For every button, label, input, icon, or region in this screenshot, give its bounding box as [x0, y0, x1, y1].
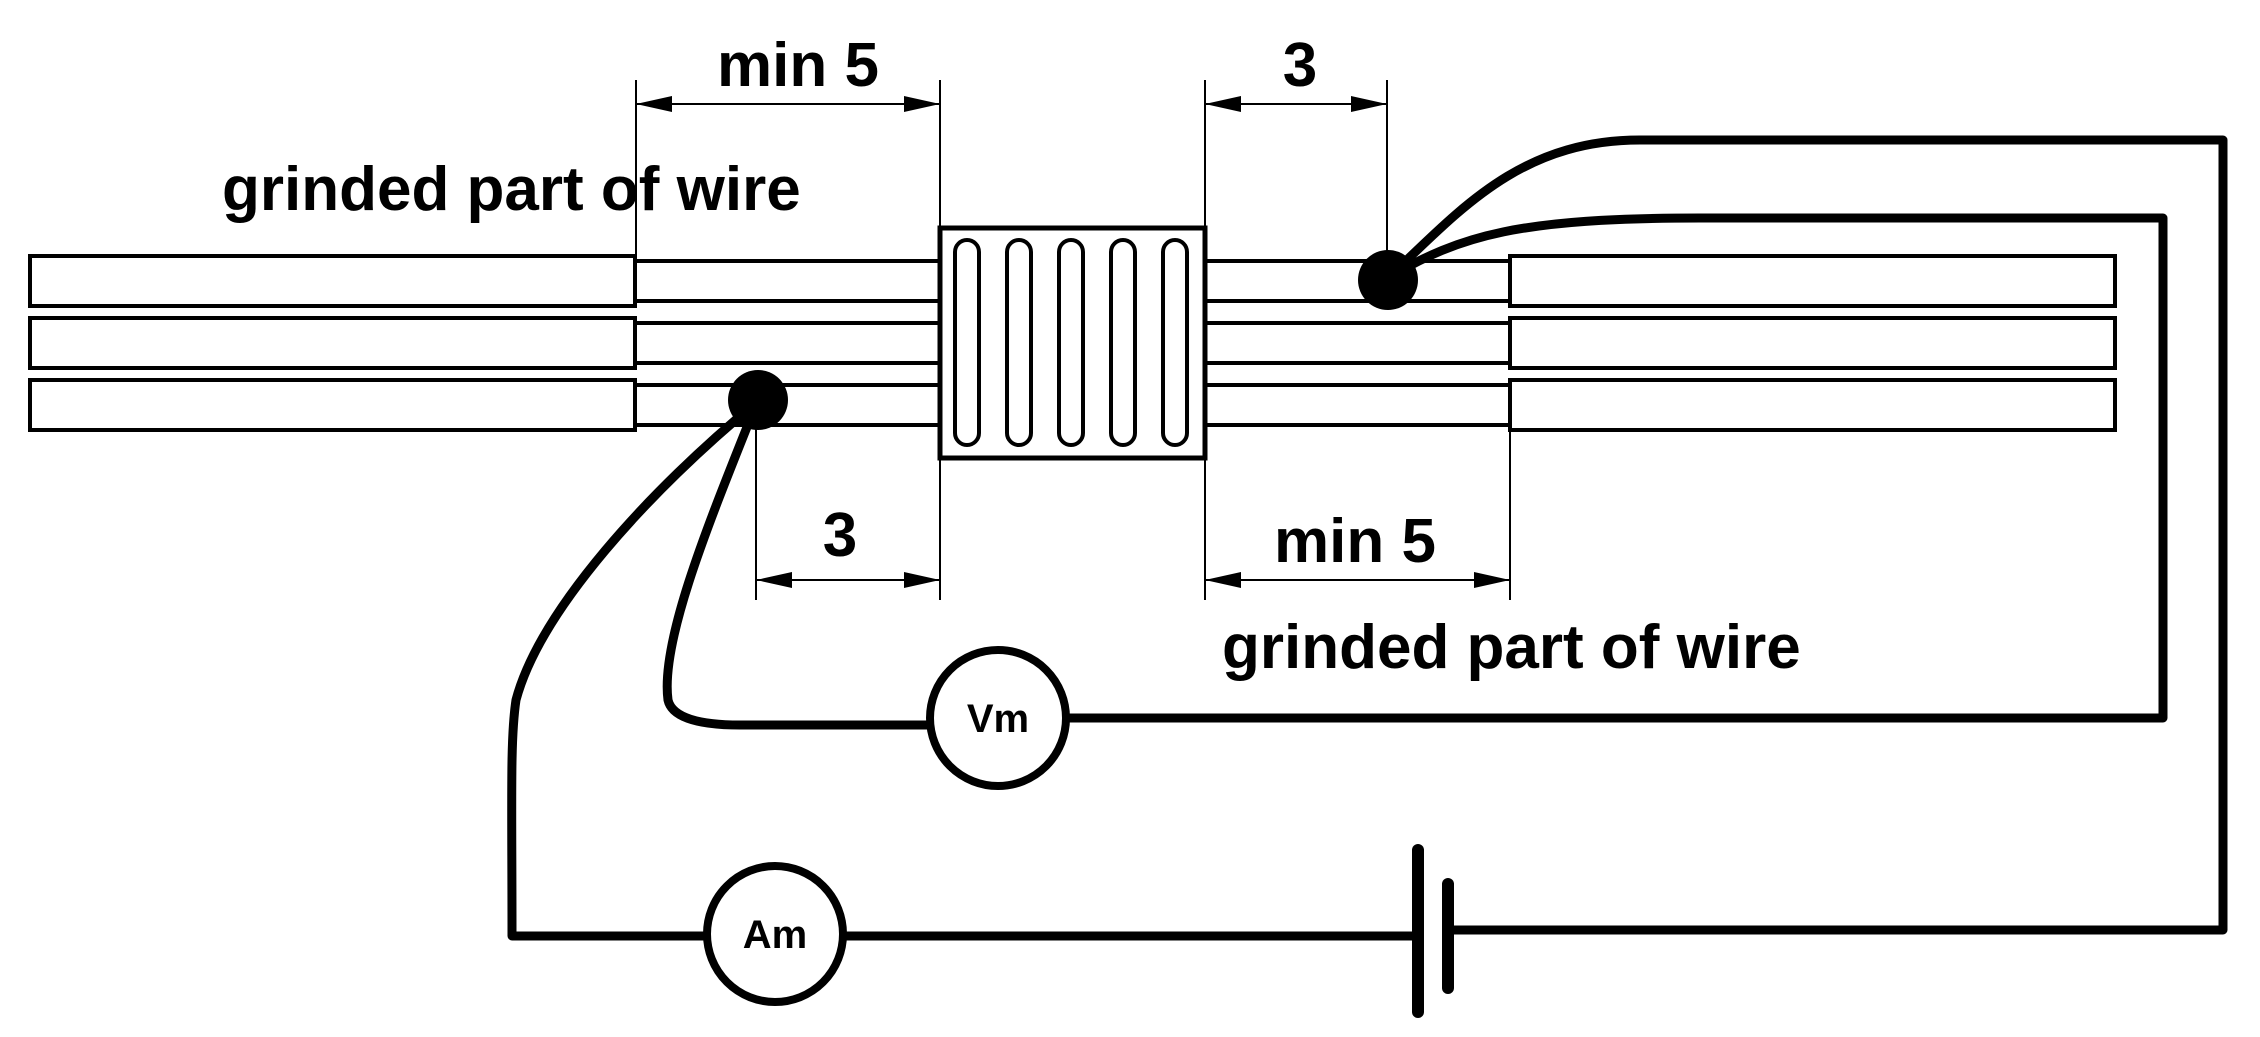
strand-3-grinded-right: [1203, 383, 1512, 427]
battery-icon: [1412, 844, 1454, 1018]
coil-loop-4: [1109, 238, 1137, 447]
strand-3-left: [28, 378, 637, 432]
strand-1-right: [1508, 254, 2117, 308]
coil-loop-3: [1057, 238, 1085, 447]
circuit-wires: [507, 135, 2228, 941]
dimension-lines: [635, 80, 1511, 600]
strand-2-grinded-left: [633, 321, 942, 365]
ammeter-label: Am: [743, 913, 807, 957]
top-contact-point: [1358, 250, 1418, 310]
bottom-left-dimension-label: 3: [823, 501, 857, 570]
wire-bottom-to-ammeter: [507, 397, 762, 941]
top-left-dimension-label: min 5: [717, 31, 879, 100]
wire-top-outer: [1383, 135, 2228, 935]
strand-3-right: [1508, 378, 2117, 432]
strand-1-grinded-right: [1203, 259, 1512, 303]
strand-1-grinded-left: [633, 259, 942, 303]
top-right-dimension-label: 3: [1283, 31, 1317, 100]
voltmeter: Vm: [926, 646, 1070, 790]
wire-strands: [28, 254, 2117, 432]
coil-clamp: [937, 225, 1208, 461]
strand-1-left: [28, 254, 637, 308]
wire-top-inner: [1063, 213, 2168, 723]
strand-2-grinded-right: [1203, 321, 1512, 365]
top-grinded-note: grinded part of wire: [222, 155, 801, 224]
bottom-contact-point: [728, 370, 788, 430]
coil-loop-5: [1161, 238, 1189, 447]
wire-bottom-to-voltmeter: [662, 397, 933, 730]
coil-loop-2: [1005, 238, 1033, 447]
voltmeter-label: Vm: [967, 697, 1029, 741]
coil-loop-1: [953, 238, 981, 447]
bottom-right-dimension-label: min 5: [1274, 507, 1436, 576]
ammeter: Am: [703, 862, 847, 1006]
strand-2-right: [1508, 316, 2117, 370]
strand-2-left: [28, 316, 637, 370]
bottom-grinded-note: grinded part of wire: [1222, 613, 1801, 682]
